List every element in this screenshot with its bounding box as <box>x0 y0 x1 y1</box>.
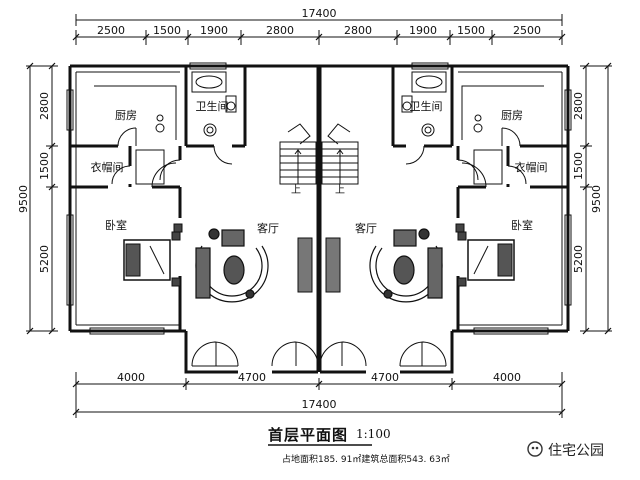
room-label-left-closet: 衣帽间 <box>91 160 124 174</box>
bed-left <box>123 231 181 287</box>
window-right-bedroom <box>473 327 549 335</box>
dim-top-seg: 2500 <box>513 24 541 37</box>
window-left-bedroom <box>89 327 165 335</box>
stair-right <box>321 123 359 185</box>
dim-left-seg: 5200 <box>38 245 51 273</box>
room-label-left-kitchen: 厨房 <box>115 109 137 122</box>
dim-top-seg: 2500 <box>97 24 125 37</box>
window-left-bath <box>189 62 227 70</box>
dim-bottom-seg: 4700 <box>238 371 266 384</box>
dim-left-seg: 2800 <box>38 92 51 120</box>
room-label-left-living: 客厅 <box>257 221 279 235</box>
dim-bottom-seg: 4000 <box>117 371 145 384</box>
dim-bottom-total: 17400 <box>302 398 337 411</box>
room-label-right-closet: 衣帽间 <box>515 160 548 174</box>
bed-right <box>457 231 515 287</box>
dim-top-seg: 2800 <box>344 24 372 37</box>
room-label-left-bath: 卫生间 <box>196 99 229 113</box>
dim-bottom-seg: 4700 <box>371 371 399 384</box>
room-label-right-bath: 卫生间 <box>410 99 443 113</box>
watermark-brand: 住宅公园 <box>548 443 604 459</box>
dim-bottom-seg: 4000 <box>493 371 521 384</box>
room-label-right-bedroom: 卧室 <box>511 218 533 232</box>
kitchen-counter-left <box>94 85 177 140</box>
room-label-left-bedroom: 卧室 <box>105 218 127 232</box>
kitchen-counter-right <box>461 85 544 140</box>
dim-top-seg: 1900 <box>409 24 437 37</box>
stair-left <box>279 123 317 185</box>
wall-left-kitchen <box>70 64 188 146</box>
plan-scale: 1:100 <box>356 427 391 441</box>
dim-top-seg: 2800 <box>266 24 294 37</box>
dim-left-seg: 1500 <box>38 152 51 180</box>
sofa-set-left <box>195 228 269 303</box>
room-label-right-kitchen: 厨房 <box>501 109 523 122</box>
plan-title: 首层平面图 <box>268 426 349 444</box>
window-right-bath <box>411 62 449 70</box>
room-label-right-living: 客厅 <box>355 221 377 235</box>
dim-top-total: 17400 <box>302 7 337 20</box>
bath-fixtures-left <box>191 71 237 137</box>
dim-right-seg: 2800 <box>572 92 585 120</box>
dim-top-seg: 1500 <box>153 24 181 37</box>
area-note: 占地面积185. 91㎡建筑总面积543. 63㎡ <box>282 455 450 465</box>
dim-right-seg: 1500 <box>572 152 585 180</box>
dim-left-total: 9500 <box>17 185 30 213</box>
bath-fixtures-right <box>401 71 447 137</box>
stair-up-label-right: 上 <box>335 184 345 196</box>
wechat-logo-icon <box>527 441 543 457</box>
dim-right-seg: 5200 <box>572 245 585 273</box>
dim-right-total: 9500 <box>590 185 603 213</box>
dim-top-seg: 1500 <box>457 24 485 37</box>
stair-up-label-left: 上 <box>291 184 301 196</box>
sofa-set-right <box>369 228 443 303</box>
dim-top-seg: 1900 <box>200 24 228 37</box>
